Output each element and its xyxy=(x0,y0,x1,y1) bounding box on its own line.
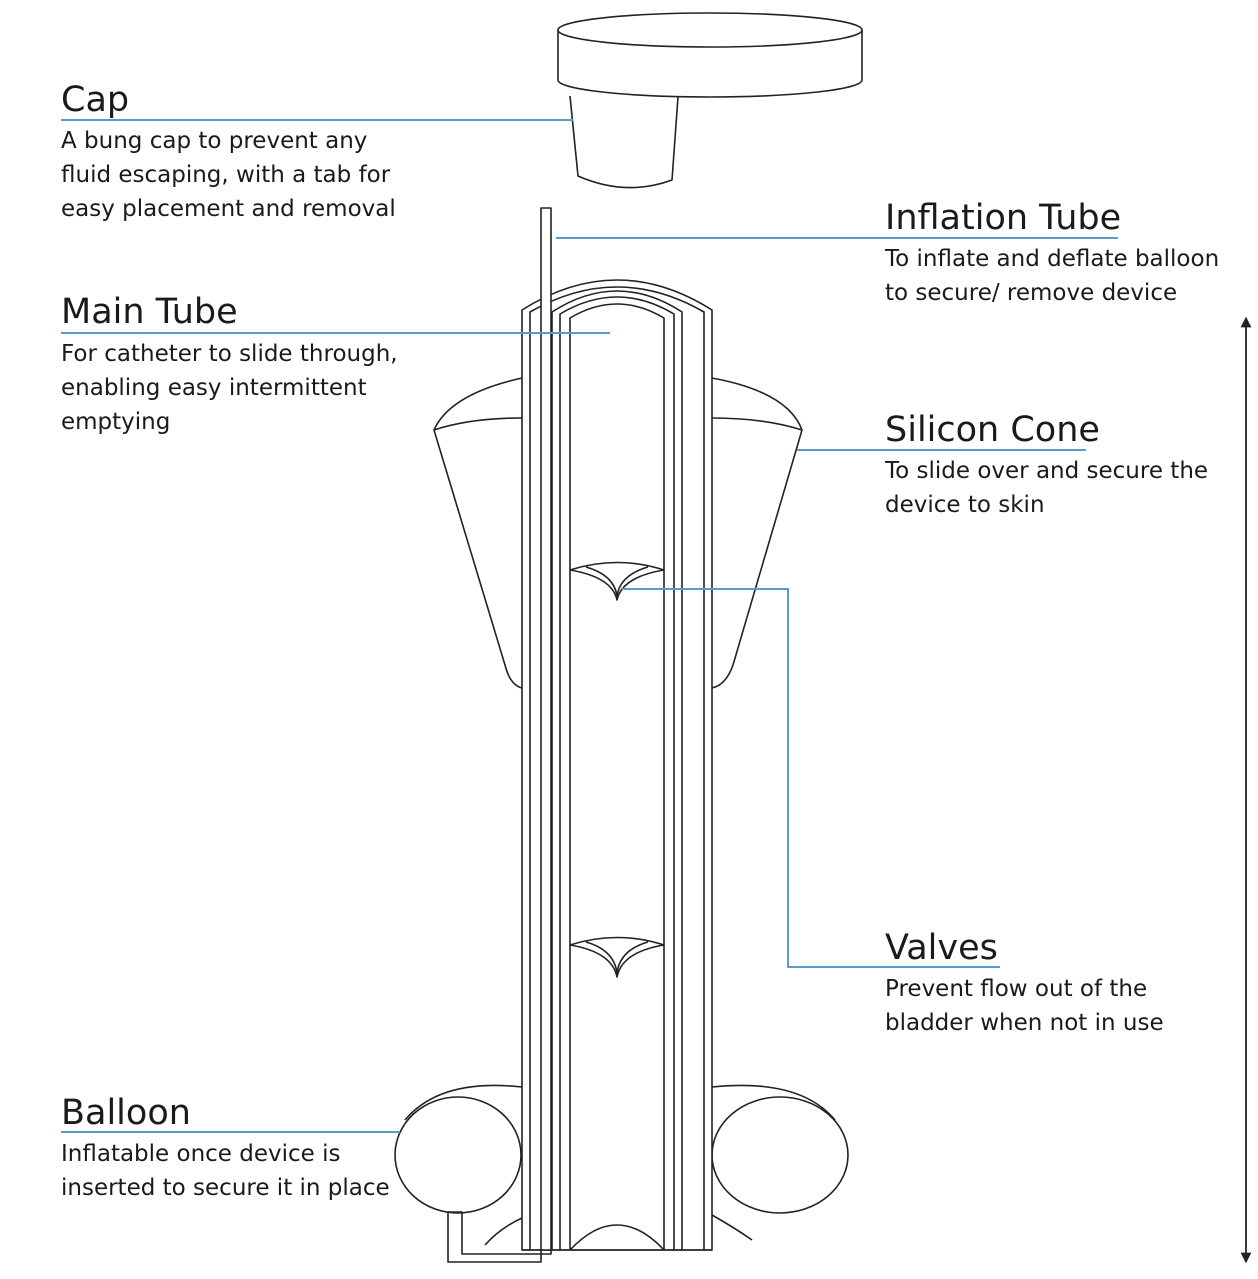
valves-title: Valves xyxy=(885,928,998,968)
main-tube-description: For catheter to slide through, enabling … xyxy=(61,341,398,435)
inflation-tube-description: To inflate and deflate balloon to secure… xyxy=(885,246,1220,306)
main-tube-shape xyxy=(521,279,713,1251)
valve-shape-lower xyxy=(569,936,665,978)
silicon-cone-description: To slide over and secure the device to s… xyxy=(885,458,1209,518)
valve-shape-upper xyxy=(569,561,665,601)
inflation-tube-shape xyxy=(447,207,552,1263)
balloon-title: Balloon xyxy=(61,1093,191,1133)
inflation-tube-title: Inflation Tube xyxy=(885,198,1122,238)
valves-leader-line xyxy=(622,588,1000,968)
balloon-shape xyxy=(394,1084,849,1246)
main-tube-title: Main Tube xyxy=(61,292,238,332)
balloon-description: Inflatable once device is inserted to se… xyxy=(61,1141,390,1201)
silicon-cone-title: Silicon Cone xyxy=(885,410,1100,450)
cap-shape xyxy=(557,12,863,189)
valves-description: Prevent flow out of the bladder when not… xyxy=(885,976,1164,1036)
cap-title: Cap xyxy=(61,80,130,120)
cap-description: A bung cap to prevent any fluid escaping… xyxy=(61,128,396,222)
silicon-cone-shape xyxy=(433,377,803,689)
